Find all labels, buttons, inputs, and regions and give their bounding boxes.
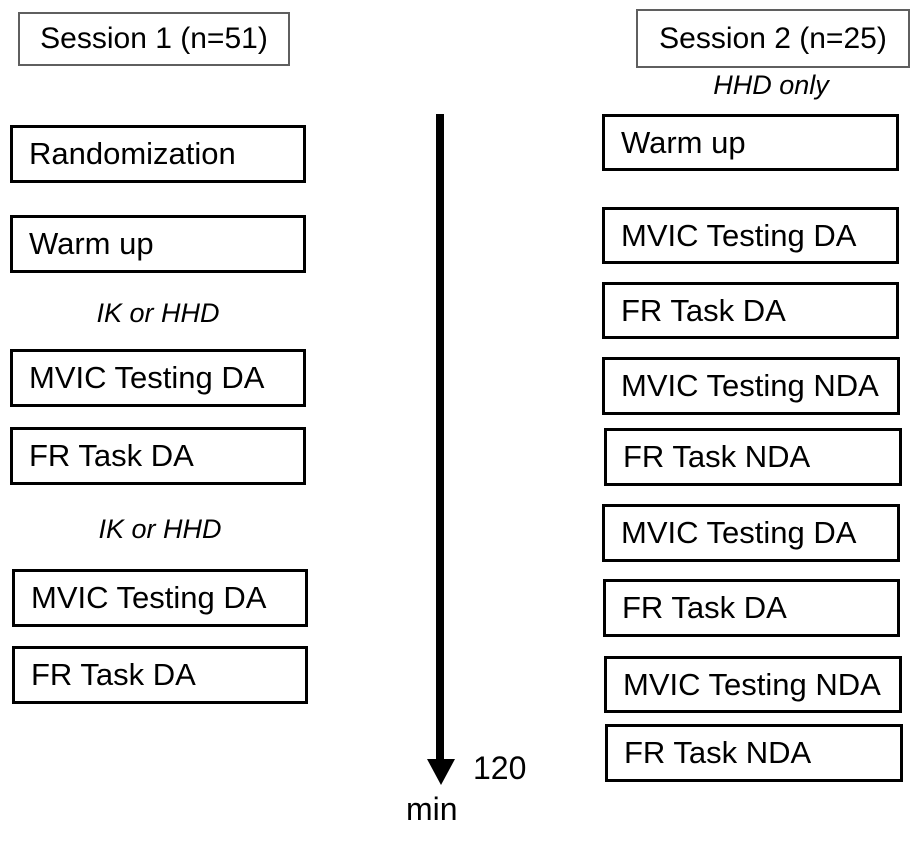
session2-step-fr-task-nda-1: FR Task NDA (604, 428, 902, 486)
session2-method-note: HHD only (713, 70, 829, 100)
session1-method-note-1: IK or HHD (96, 298, 220, 328)
session2-step-mvic-testing-da-2: MVIC Testing DA (602, 504, 900, 562)
session2-step-fr-task-da-1: FR Task DA (602, 282, 899, 339)
session2-step-fr-task-da-2: FR Task DA (603, 579, 900, 637)
timeline-duration-unit: min (406, 791, 458, 827)
timeline-arrow-shaft (436, 114, 444, 760)
session2-step-mvic-testing-da-1: MVIC Testing DA (602, 207, 899, 264)
session1-step-fr-task-da-1: FR Task DA (10, 427, 306, 485)
session2-step-warm-up: Warm up (602, 114, 899, 171)
session2-step-fr-task-nda-2: FR Task NDA (605, 724, 903, 782)
session1-step-randomization: Randomization (10, 125, 306, 183)
session2-header: Session 2 (n=25) (636, 9, 910, 68)
session2-step-mvic-testing-nda-1: MVIC Testing NDA (602, 357, 900, 415)
session1-step-fr-task-da-2: FR Task DA (12, 646, 308, 704)
session1-header: Session 1 (n=51) (18, 12, 290, 66)
session2-step-mvic-testing-nda-2: MVIC Testing NDA (604, 656, 902, 713)
session1-step-mvic-testing-da-2: MVIC Testing DA (12, 569, 308, 627)
session1-step-warm-up: Warm up (10, 215, 306, 273)
arrow-down-icon (427, 759, 455, 785)
timeline-duration-value: 120 (473, 750, 527, 786)
session1-step-mvic-testing-da-1: MVIC Testing DA (10, 349, 306, 407)
session1-method-note-2: IK or HHD (98, 514, 222, 544)
